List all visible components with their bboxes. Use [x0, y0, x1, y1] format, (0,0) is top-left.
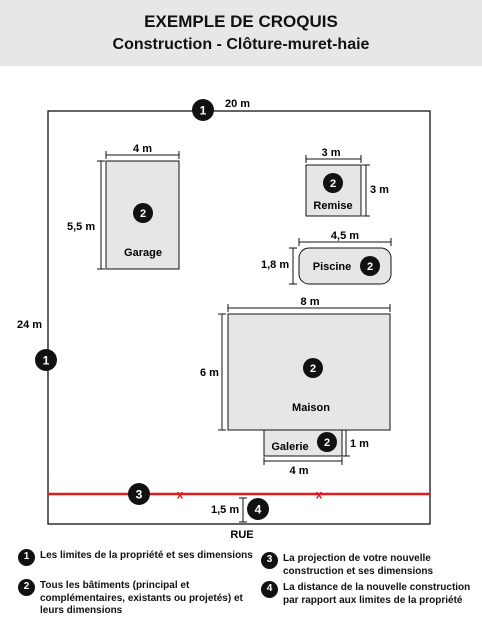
legend-badge: 2 [18, 579, 35, 596]
legend-badge: 1 [18, 549, 35, 566]
distance-badge: 4 [247, 498, 269, 520]
legend-item: 2 Tous les bâtiments (principal et compl… [18, 579, 254, 618]
svg-text:2: 2 [140, 208, 146, 220]
svg-text:2: 2 [324, 437, 330, 449]
maison-label: Maison [292, 402, 330, 414]
svg-text:2: 2 [310, 363, 316, 375]
remise-label: Remise [313, 200, 352, 212]
maison-badge: 2 [303, 358, 323, 378]
legend-text: La distance de la nouvelle construction … [283, 582, 471, 606]
remise-badge: 2 [323, 173, 343, 193]
projection-marker-right: x [316, 488, 323, 502]
property-height-label: 24 m [17, 319, 42, 331]
page-subtitle: Construction - Clôture-muret-haie [112, 36, 370, 53]
header: EXEMPLE DE CROQUIS Construction - Clôtur… [0, 0, 482, 66]
property-width-label: 20 m [225, 98, 250, 110]
svg-text:1: 1 [43, 354, 50, 368]
piscine-height-label: 1,8 m [261, 259, 289, 271]
garage-label: Garage [124, 247, 162, 259]
svg-text:1: 1 [200, 104, 207, 118]
legend-text: Tous les bâtiments (principal et complém… [40, 580, 243, 616]
galerie-badge: 2 [317, 432, 337, 452]
garage-badge: 2 [133, 203, 153, 223]
street-label: RUE [230, 529, 253, 541]
legend-item: 4 La distance de la nouvelle constructio… [261, 581, 473, 607]
garage-width-label: 4 m [133, 143, 152, 155]
remise-width-label: 3 m [322, 147, 341, 159]
legend-text: Les limites de la propriété et ses dimen… [40, 550, 253, 561]
svg-text:2: 2 [367, 261, 373, 273]
legend-badge: 3 [261, 552, 278, 569]
projection-badge: 3 [128, 483, 150, 505]
page-title: EXEMPLE DE CROQUIS [144, 12, 338, 31]
garage-height-label: 5,5 m [67, 221, 95, 233]
galerie-width-label: 4 m [290, 465, 309, 477]
remise-height-label: 3 m [370, 184, 389, 196]
piscine-badge: 2 [360, 256, 380, 276]
maison-height-label: 6 m [200, 367, 219, 379]
legend-badge: 4 [261, 581, 278, 598]
piscine-width-label: 4,5 m [331, 230, 359, 242]
legend-text: La projection de votre nouvelle construc… [283, 553, 434, 577]
galerie-label: Galerie [271, 441, 308, 453]
svg-text:2: 2 [330, 178, 336, 190]
maison-width-label: 8 m [301, 296, 320, 308]
distance-label: 1,5 m [211, 504, 239, 516]
svg-text:4: 4 [255, 503, 262, 517]
property-width-badge: 1 [192, 99, 214, 121]
legend-item: 3 La projection de votre nouvelle constr… [261, 552, 473, 578]
galerie-height-label: 1 m [350, 438, 369, 450]
property-height-badge: 1 [35, 349, 57, 371]
piscine-label: Piscine [313, 261, 352, 273]
property-boundary [47, 110, 431, 525]
projection-marker-left: x [177, 488, 184, 502]
legend-item: 1 Les limites de la propriété et ses dim… [18, 549, 258, 566]
svg-text:3: 3 [136, 488, 143, 502]
